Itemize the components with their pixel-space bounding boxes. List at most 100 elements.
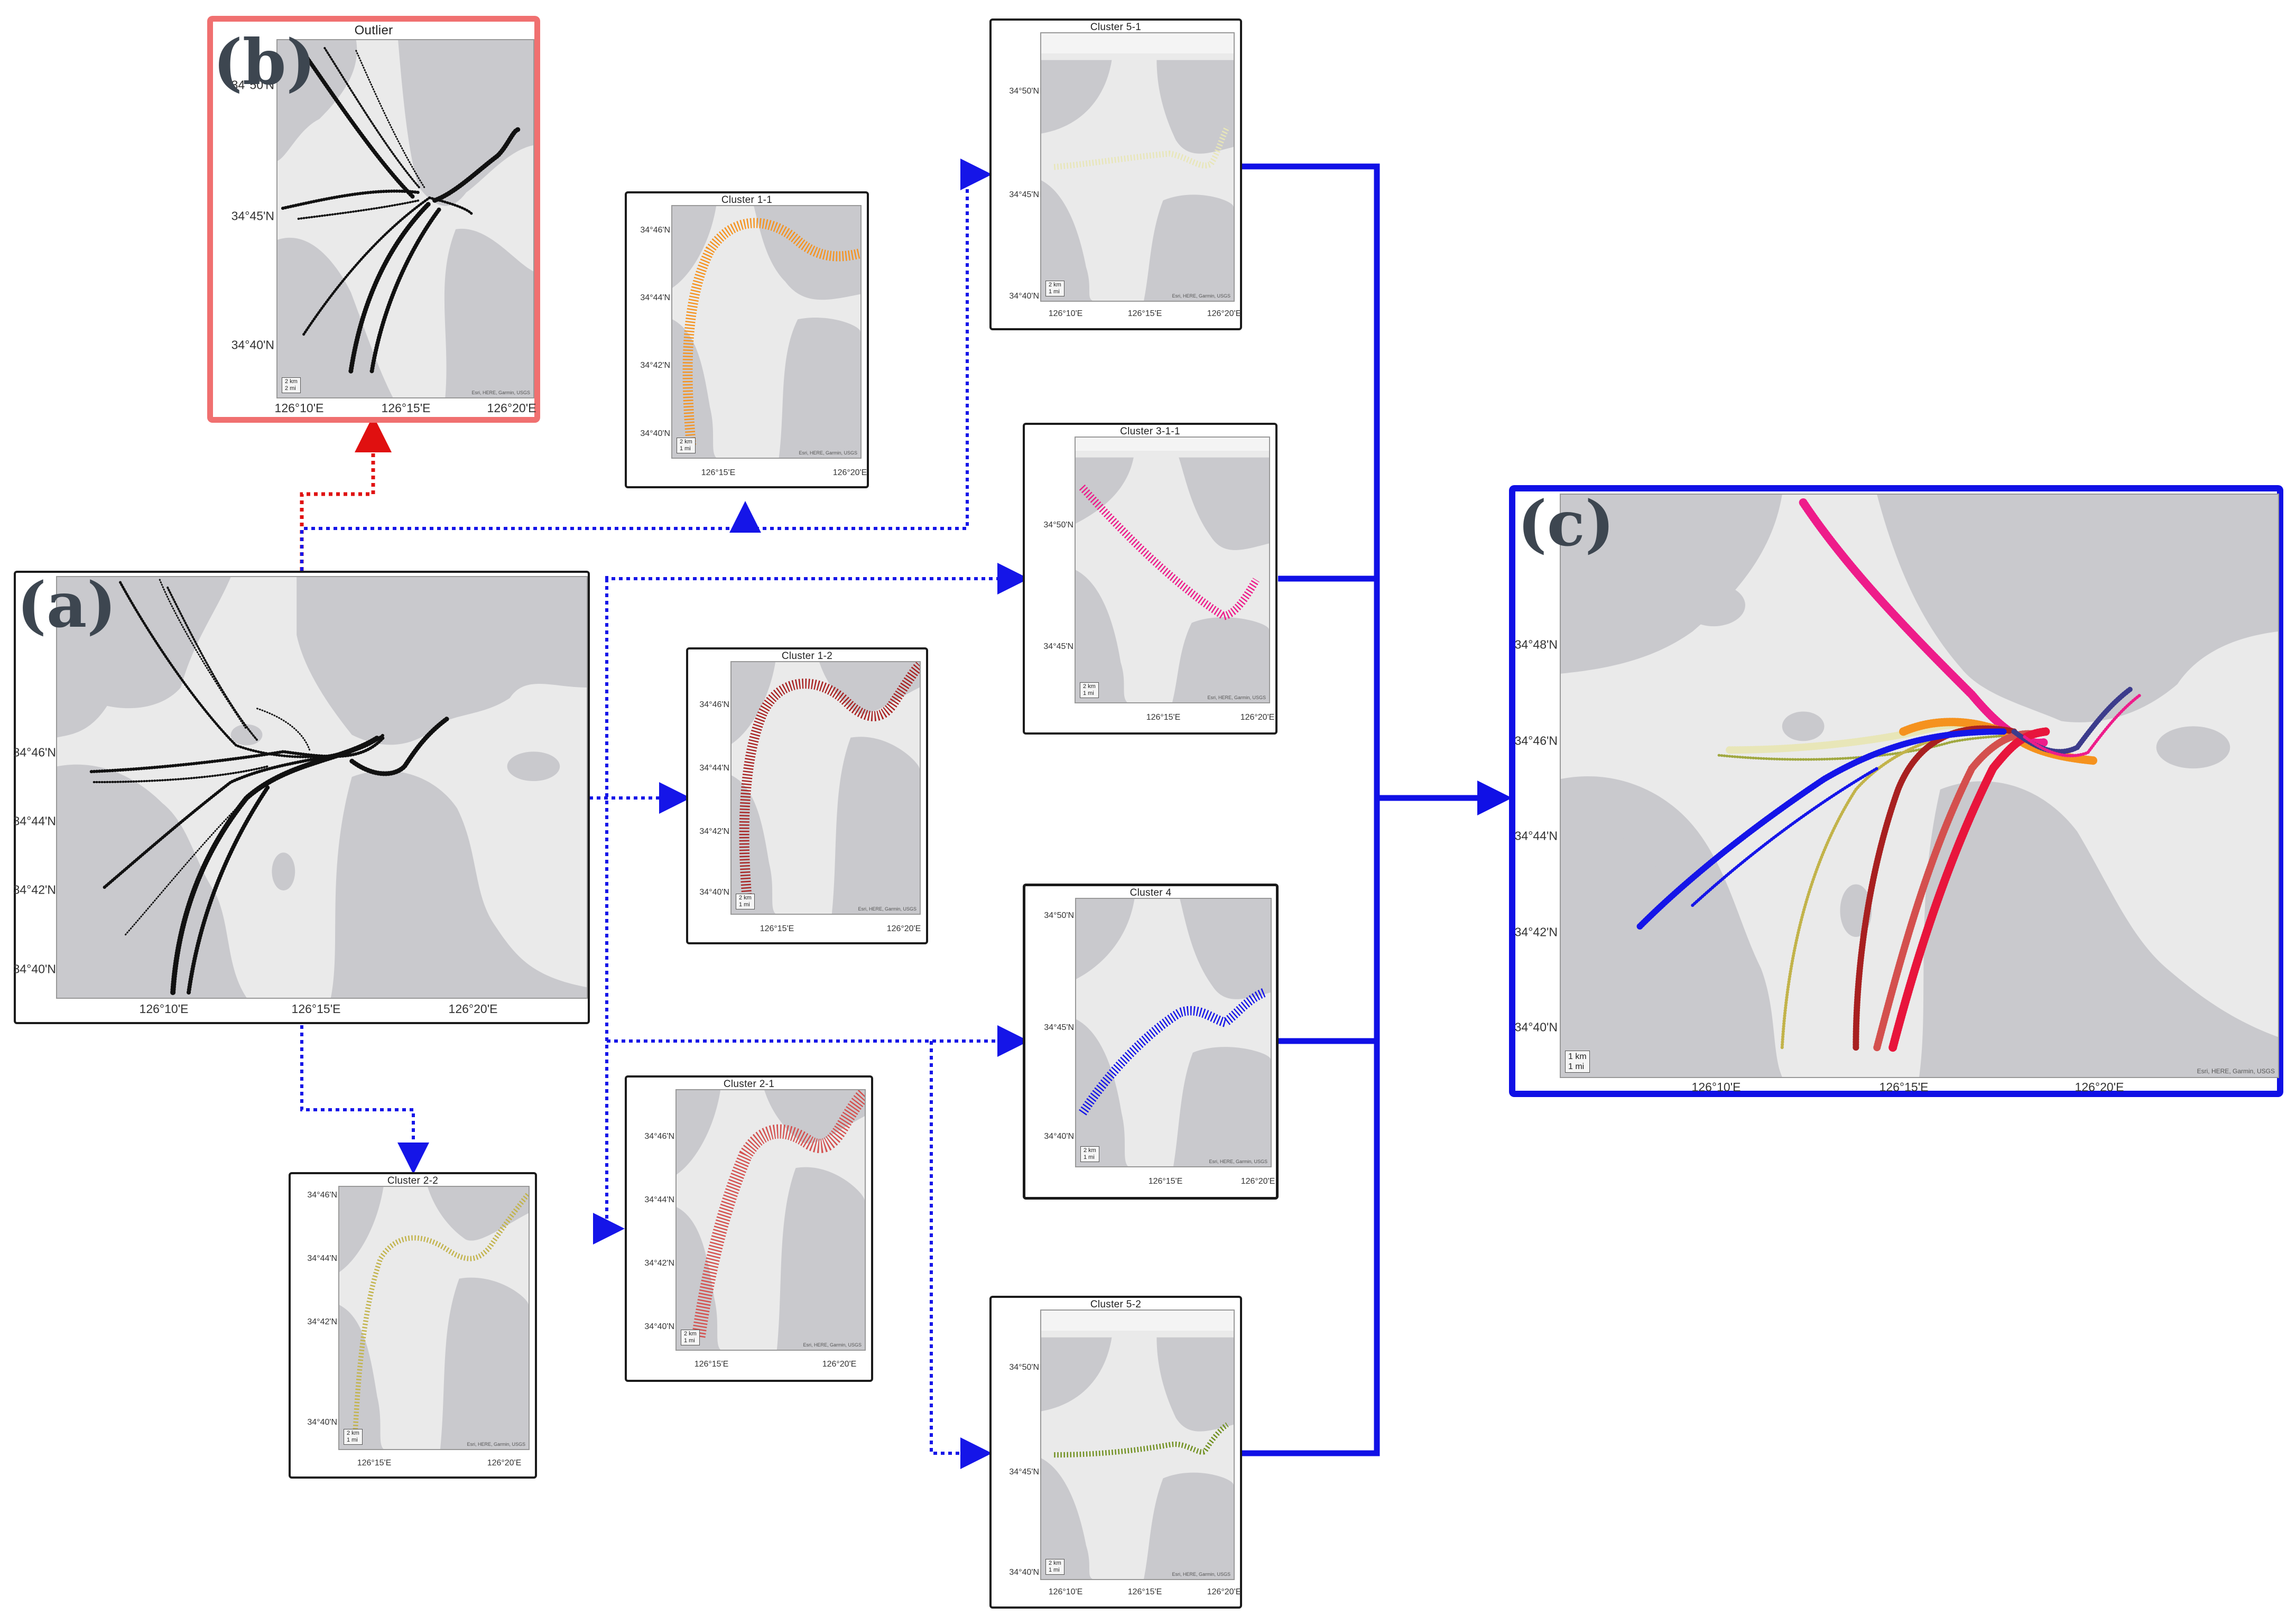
lon-label: 126°20'E [2075,1080,2124,1094]
lon-label: 126°15'E [1127,309,1162,318]
lat-label: 34°44'N [640,293,670,302]
lat-label: 34°45'N [1009,190,1039,199]
lat-label: 34°50'N [1044,911,1074,920]
panel-title: Cluster 2-2 [387,1175,439,1186]
lon-label: 126°15'E [1148,1177,1183,1186]
map-attribution: Esri, HERE, Garmin, USGS [467,1442,525,1447]
scale-km: 1 km [1568,1052,1587,1061]
lat-label: 34°45'N [1043,642,1073,651]
lon-label: 126°20'E [832,468,867,477]
scale-km: 2 km [285,378,298,385]
arrows-to-clusters [300,159,1029,1469]
panel-title: Cluster 2-1 [723,1079,775,1090]
lat-label: 34°46'N [644,1132,674,1141]
panel-title: Cluster 5-1 [1090,22,1142,33]
lon-label: 126°20'E [487,401,536,415]
scale-km: 2 km [1049,282,1061,288]
scale-mi: 1 mi [1083,690,1094,696]
lon-label: 126°15'E [381,401,431,415]
panel-letter: (c) [1517,487,1615,560]
lon-label: 126°20'E [1207,309,1242,318]
lat-label: 34°40'N [307,1418,337,1427]
panel-title: Cluster 5-2 [1090,1299,1142,1310]
lat-label: 34°45'N [1044,1023,1074,1032]
lon-label: 126°20'E [886,924,921,933]
lat-label: 34°46'N [1514,733,1558,748]
lat-label: 34°40'N [699,888,729,897]
panel-letter: (b) [213,25,316,99]
map-attribution: Esri, HERE, Garmin, USGS [1207,695,1266,700]
scale-mi: 2 mi [285,385,296,392]
lat-label: 34°46'N [307,1191,337,1200]
lon-label: 126°20'E [448,1002,498,1016]
lat-label: 34°46'N [13,745,56,759]
lat-label: 34°40'N [644,1322,674,1331]
map-attribution: Esri, HERE, Garmin, USGS [1172,1572,1230,1577]
lon-label: 126°15'E [1146,713,1181,722]
panel-letter: (a) [17,568,117,642]
lat-label: 34°44'N [1514,829,1558,843]
lat-label: 34°42'N [699,827,729,836]
map-attribution: Esri, HERE, Garmin, USGS [858,906,916,912]
scale-km: 2 km [1084,1147,1096,1154]
scale-mi: 1 mi [680,445,691,452]
scale-mi: 1 mi [739,902,750,908]
map-attribution: Esri, HERE, Garmin, USGS [1172,293,1230,299]
map-attribution: Esri, HERE, Garmin, USGS [2197,1067,2275,1075]
lon-label: 126°15'E [694,1360,729,1369]
arrow-to-outlier [300,415,392,571]
lat-label: 34°44'N [307,1254,337,1263]
scale-km: 2 km [680,439,692,445]
lat-label: 34°48'N [1514,637,1558,652]
lat-label: 34°40'N [1009,1568,1039,1577]
lat-label: 34°40'N [1009,292,1039,301]
map-attribution: Esri, HERE, Garmin, USGS [799,450,857,456]
panel-title: Cluster 4 [1130,887,1172,898]
lon-label: 126°10'E [139,1002,189,1016]
lat-label: 34°50'N [1043,521,1073,530]
lat-label: 34°40'N [13,962,56,976]
scale-km: 2 km [347,1430,359,1436]
lon-label: 126°20'E [1207,1587,1242,1596]
arrows-to-combined [1242,163,1512,1456]
lat-label: 34°44'N [644,1195,674,1204]
lat-label: 34°40'N [1044,1132,1074,1141]
lat-label: 34°46'N [640,226,670,235]
lon-label: 126°15'E [357,1459,392,1468]
lat-label: 34°42'N [307,1317,337,1326]
lat-label: 34°42'N [644,1259,674,1268]
lat-label: 34°40'N [640,429,670,438]
lat-label: 34°44'N [13,814,56,828]
scale-mi: 1 mi [1049,1567,1060,1573]
map-all-trajectories [56,576,588,999]
map-attribution: Esri, HERE, Garmin, USGS [1209,1159,1267,1164]
lat-label: 34°50'N [231,78,274,92]
panel-title: Cluster 3-1-1 [1120,426,1180,437]
lon-label: 126°15'E [760,924,794,933]
map-attribution: Esri, HERE, Garmin, USGS [471,390,530,395]
panel-title: Outlier [354,23,393,38]
lon-label: 126°15'E [701,468,736,477]
map-attribution: Esri, HERE, Garmin, USGS [803,1342,862,1348]
